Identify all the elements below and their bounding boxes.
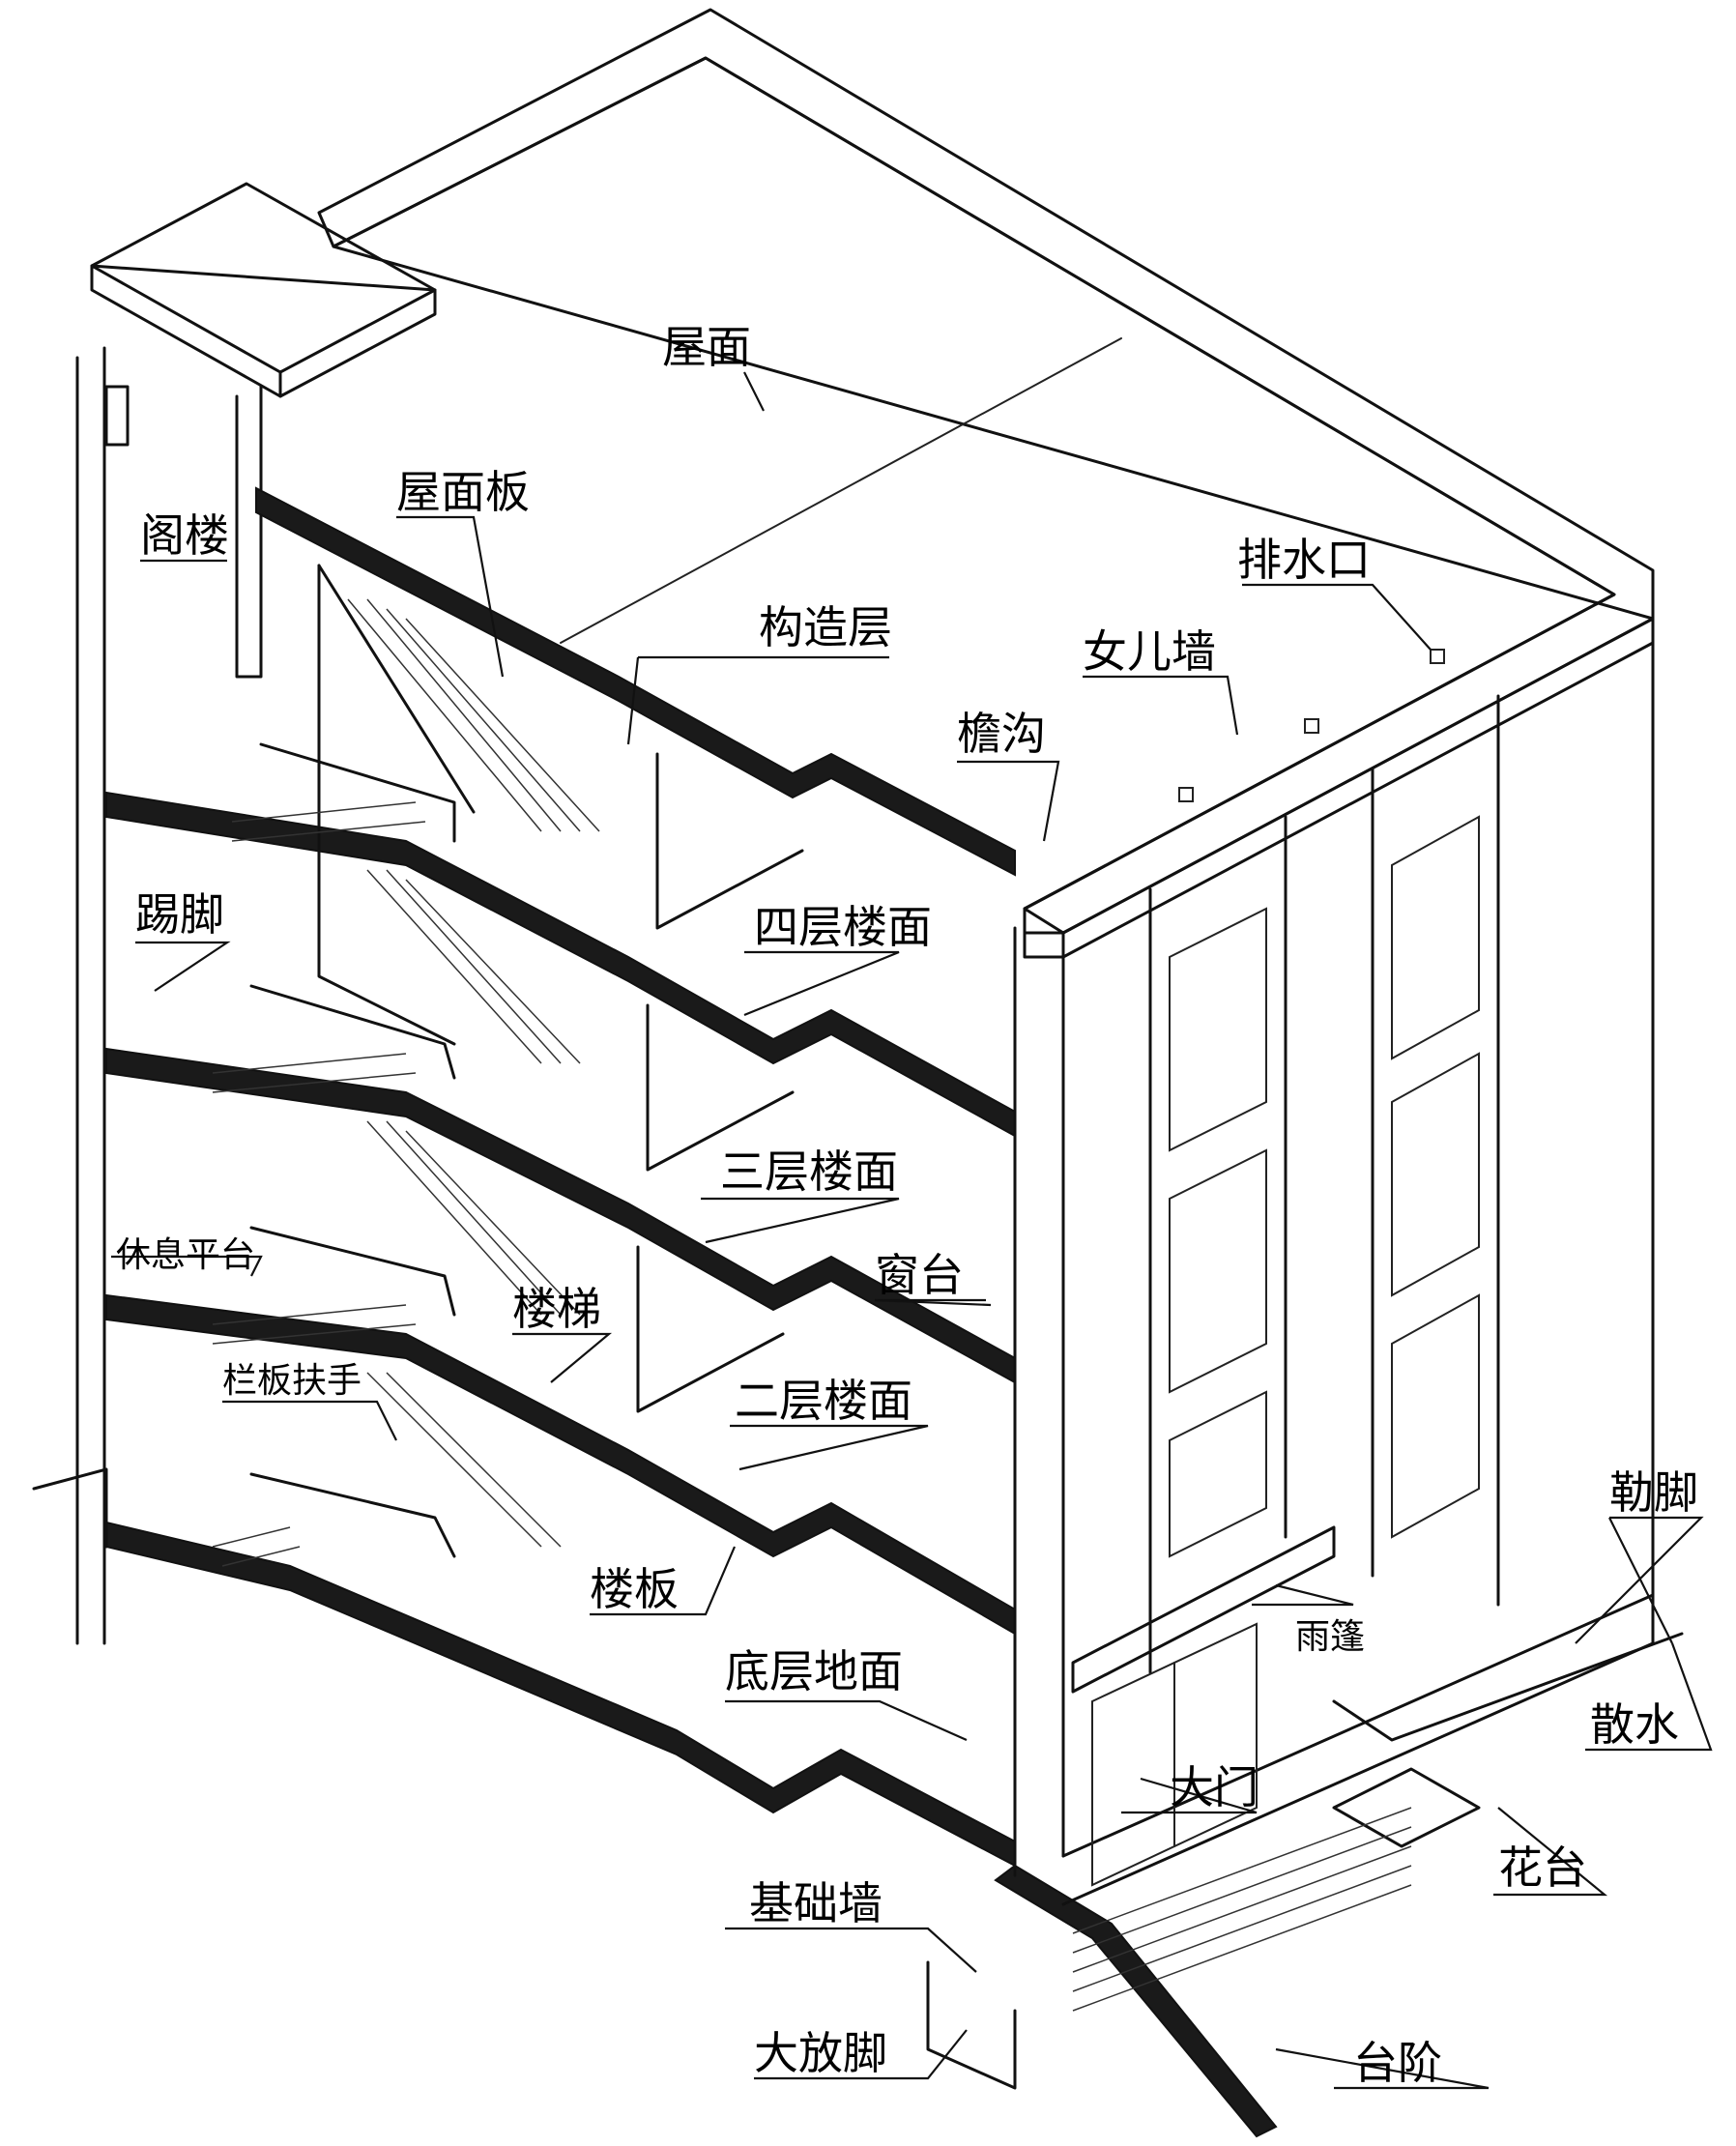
door-shape	[1091, 1622, 1258, 1887]
label-floor-slab: 楼板	[590, 1563, 679, 1615]
label-window-sill: 窗台	[875, 1249, 964, 1301]
label-foundation-wall: 基础墙	[749, 1877, 882, 1929]
label-attic: 阁楼	[140, 509, 229, 562]
flower-bed-shape	[1332, 1767, 1481, 1848]
label-roof: 屋面	[662, 321, 751, 373]
label-third-floor: 三层楼面	[720, 1146, 898, 1198]
label-railing-handrail: 栏板扶手	[222, 1361, 362, 1401]
label-ground-floor: 底层地面	[725, 1645, 903, 1697]
label-eave-gutter: 檐沟	[957, 708, 1046, 760]
label-canopy: 雨篷	[1295, 1617, 1365, 1657]
label-structural-layer: 构造层	[759, 601, 892, 653]
label-drain-outlet: 排水口	[1237, 534, 1371, 586]
label-roof-slab: 屋面板	[396, 466, 530, 518]
label-flower-bed: 花台	[1498, 1842, 1587, 1894]
label-second-floor: 二层楼面	[735, 1375, 912, 1427]
label-landing: 休息平台	[116, 1235, 255, 1275]
footing-shape	[926, 1960, 1017, 2090]
stairwell	[212, 564, 804, 1567]
label-apron: 散水	[1590, 1698, 1679, 1751]
drain-outlet-icon	[1304, 718, 1319, 734]
facade	[32, 617, 1684, 2090]
labels: 屋面 屋面板 阁楼 构造层 排水口 女儿墙 檐沟 踢脚 四层楼面 三层楼面 窗台…	[116, 321, 1698, 2089]
label-footing: 大放脚	[754, 2027, 887, 2079]
label-plinth: 勒脚	[1609, 1466, 1698, 1519]
attic-block	[75, 182, 437, 1645]
label-stairs: 楼梯	[512, 1283, 601, 1335]
label-parapet: 女儿墙	[1083, 625, 1216, 678]
drain-outlet-icon	[1178, 787, 1194, 802]
label-fourth-floor: 四层楼面	[754, 901, 932, 953]
drain-outlet-icon	[1430, 649, 1445, 664]
label-main-door: 大门	[1170, 1761, 1259, 1813]
canopy-shape	[1071, 1525, 1336, 1694]
label-skirting: 踢脚	[135, 888, 224, 941]
label-steps: 台阶	[1353, 2037, 1442, 2089]
steps-shape	[1072, 1807, 1412, 2012]
leader-lines	[111, 371, 1713, 2090]
